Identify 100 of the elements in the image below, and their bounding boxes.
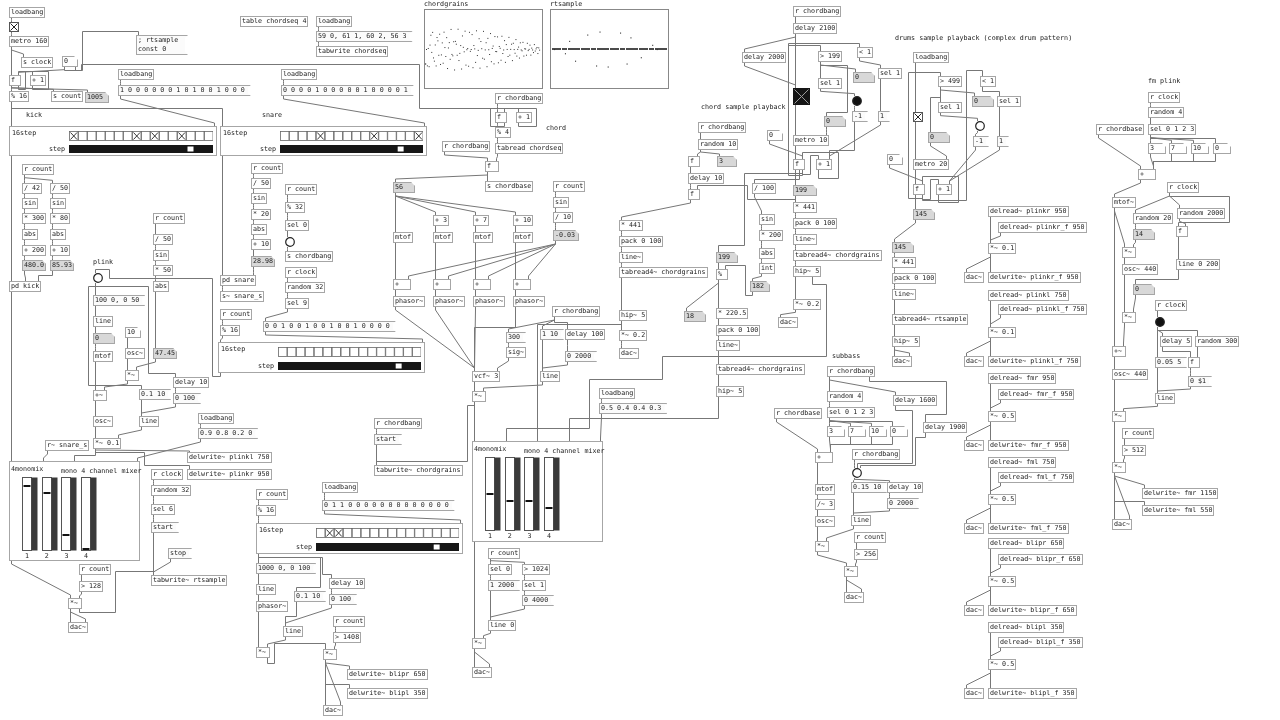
patch-cord bbox=[475, 242, 476, 280]
patch-cord bbox=[860, 432, 926, 469]
patch-cord bbox=[894, 219, 916, 243]
patch-cord bbox=[515, 225, 516, 233]
patch-cord bbox=[600, 413, 602, 442]
patch-cord bbox=[817, 494, 818, 500]
patch-cord bbox=[922, 179, 939, 200]
patch-cord bbox=[253, 249, 254, 257]
patch-cord bbox=[700, 132, 701, 140]
patch-cord bbox=[982, 86, 1000, 97]
patch-cord bbox=[258, 573, 259, 585]
patch-cord bbox=[120, 95, 215, 127]
patch-cord bbox=[894, 324, 895, 337]
patch-cord bbox=[940, 112, 978, 122]
patch-cord bbox=[395, 192, 516, 216]
patch-cord bbox=[18, 66, 65, 76]
patch-cord bbox=[829, 417, 872, 427]
bang-icon bbox=[852, 96, 862, 106]
patch-cord bbox=[524, 590, 525, 596]
patch-cord bbox=[817, 526, 818, 542]
patch-cord bbox=[136, 358, 156, 371]
step-sequencer-panel bbox=[220, 126, 427, 156]
patch-cord bbox=[127, 358, 128, 371]
patch-cord bbox=[11, 560, 71, 599]
patch-cord bbox=[331, 588, 332, 595]
patch-cord bbox=[524, 574, 525, 581]
patch-cord bbox=[802, 155, 819, 175]
patch-cord bbox=[287, 230, 288, 238]
bang-icon bbox=[93, 273, 103, 283]
patch-cord bbox=[52, 223, 53, 230]
patch-cord bbox=[43, 450, 48, 462]
patch-cord bbox=[621, 277, 622, 311]
patch-cord bbox=[795, 145, 796, 160]
patch-cord bbox=[490, 558, 525, 565]
patch-cord bbox=[752, 273, 762, 282]
patch-cord bbox=[267, 636, 286, 648]
patch-cord bbox=[287, 194, 288, 203]
patch-cord bbox=[1153, 153, 1216, 170]
patch-cord bbox=[1157, 386, 1191, 394]
patch-cord bbox=[258, 611, 259, 648]
patch-cord bbox=[287, 246, 288, 252]
patch-cord bbox=[1114, 179, 1141, 198]
patch-cord bbox=[253, 188, 254, 194]
patch-cord bbox=[395, 171, 488, 183]
patch-cord bbox=[1150, 117, 1151, 125]
patch-cord bbox=[930, 86, 941, 133]
patch-cord bbox=[474, 541, 475, 639]
patch-cord bbox=[490, 605, 525, 621]
bang-icon bbox=[975, 121, 985, 131]
patch-cord bbox=[253, 234, 254, 240]
patch-cord bbox=[515, 242, 516, 280]
patch-cord bbox=[829, 401, 830, 408]
patch-cord bbox=[915, 121, 916, 160]
patch-cord bbox=[508, 342, 509, 348]
patch-cord bbox=[940, 86, 975, 97]
patch-cord bbox=[376, 428, 377, 435]
patch-cord bbox=[718, 350, 719, 365]
patch-cord bbox=[200, 423, 201, 429]
patch-cord bbox=[287, 277, 288, 283]
patch-cord bbox=[95, 305, 96, 317]
step-sequencer-panel bbox=[218, 342, 425, 373]
patch-cord bbox=[601, 398, 602, 404]
patch-cord bbox=[253, 266, 254, 276]
patch-cord bbox=[826, 525, 854, 542]
bang-icon bbox=[1155, 317, 1165, 327]
patch-cord bbox=[817, 462, 818, 485]
patch-cord bbox=[922, 176, 959, 203]
patch-cord bbox=[795, 212, 796, 219]
patch-cord bbox=[11, 291, 12, 462]
patch-cord bbox=[894, 283, 895, 290]
patch-cord bbox=[1135, 269, 1179, 285]
patch-cord bbox=[795, 244, 796, 251]
patch-cord bbox=[506, 276, 827, 442]
patch-cord bbox=[220, 335, 223, 343]
patch-cord bbox=[52, 255, 53, 261]
patch-cord bbox=[52, 239, 53, 246]
patch-cord bbox=[395, 289, 396, 297]
patch-cord bbox=[287, 212, 288, 221]
patch-cord bbox=[24, 193, 25, 199]
patch-cord bbox=[853, 508, 890, 516]
patch-cord bbox=[153, 495, 154, 505]
patch-cord bbox=[75, 31, 139, 71]
patch-cord bbox=[795, 276, 796, 300]
patch-cord bbox=[1124, 274, 1125, 313]
patch-cord bbox=[474, 381, 475, 392]
patch-cord bbox=[52, 208, 53, 214]
patch-cord bbox=[788, 45, 821, 176]
patch-cord bbox=[81, 574, 82, 582]
patch-cord bbox=[915, 62, 916, 113]
mixer-panel bbox=[472, 441, 603, 542]
patch-cord bbox=[324, 492, 325, 501]
patch-cord bbox=[894, 252, 895, 258]
patch-cord bbox=[258, 553, 332, 579]
patch-cord bbox=[325, 659, 350, 670]
patch-cord bbox=[483, 630, 491, 639]
patch-cord bbox=[1123, 455, 1125, 463]
patch-cord bbox=[490, 108, 519, 127]
patch-cord bbox=[155, 223, 156, 235]
patch-cord bbox=[621, 246, 622, 253]
patch-cord bbox=[11, 155, 12, 282]
